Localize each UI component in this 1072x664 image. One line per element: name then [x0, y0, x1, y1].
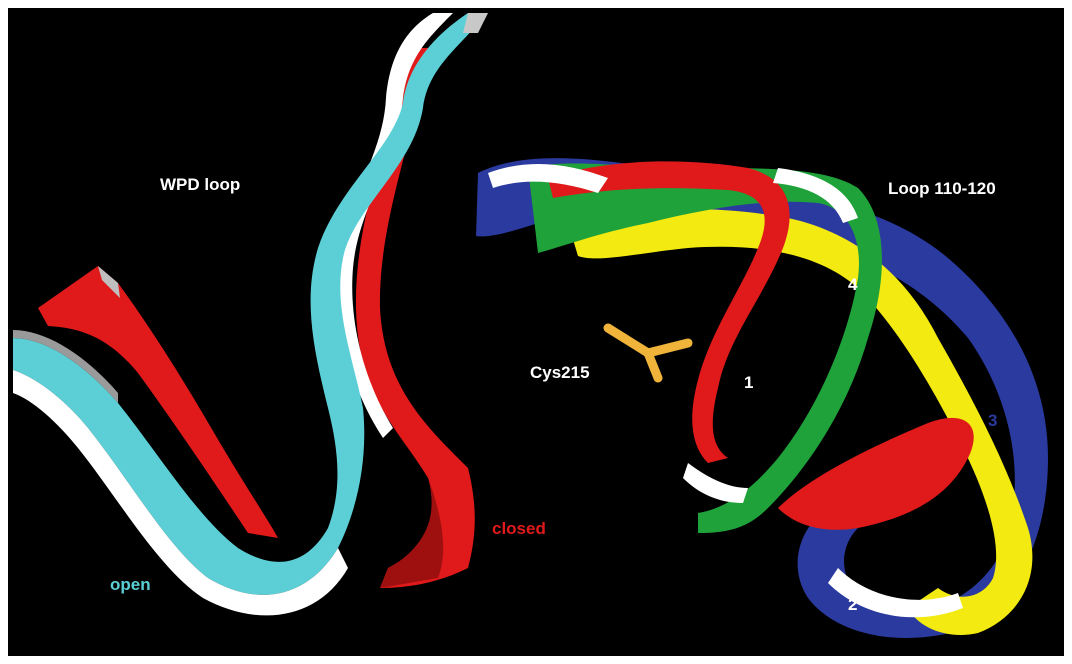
loop-110-120-label: Loop 110-120 — [888, 180, 996, 197]
ribbon-number-2: 2 — [848, 596, 857, 613]
ribbon-number-3: 3 — [988, 412, 997, 429]
cys215-label: Cys215 — [530, 364, 590, 381]
wpd-loop-label: WPD loop — [160, 176, 240, 193]
cys215-stick-model — [608, 328, 688, 378]
ribbon-white-edge-3 — [683, 463, 748, 503]
ribbon-scene — [8, 8, 1064, 656]
wpd-loop-ribbons — [13, 13, 488, 615]
closed-label: closed — [492, 520, 546, 537]
loop-110-120-ribbons — [476, 158, 1048, 638]
ribbon-number-1: 1 — [744, 374, 753, 391]
ribbon-number-4: 4 — [848, 276, 857, 293]
molecular-structure-figure: WPD loop Loop 110-120 Cys215 open closed… — [8, 8, 1064, 656]
open-label: open — [110, 576, 151, 593]
